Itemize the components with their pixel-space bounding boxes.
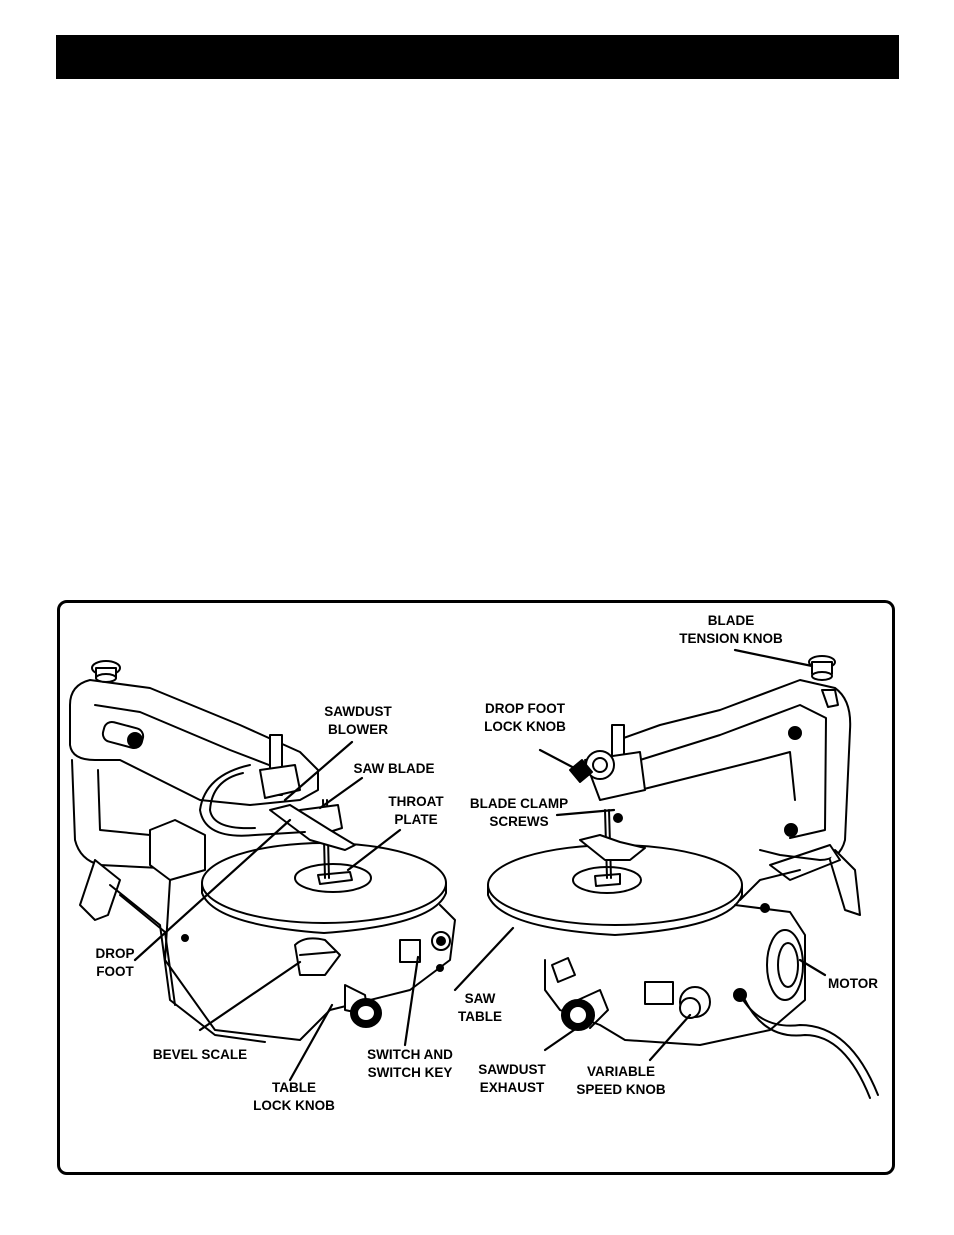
label-bevel-scale: BEVEL SCALE bbox=[152, 1047, 248, 1062]
section-header-bar bbox=[56, 35, 899, 79]
label-motor: MOTOR bbox=[828, 976, 878, 991]
left-saw-drawing bbox=[69, 660, 456, 1043]
leader-lines bbox=[133, 648, 827, 1082]
right-saw-drawing bbox=[487, 655, 879, 1099]
label-saw-blade: SAW BLADE bbox=[353, 761, 435, 776]
